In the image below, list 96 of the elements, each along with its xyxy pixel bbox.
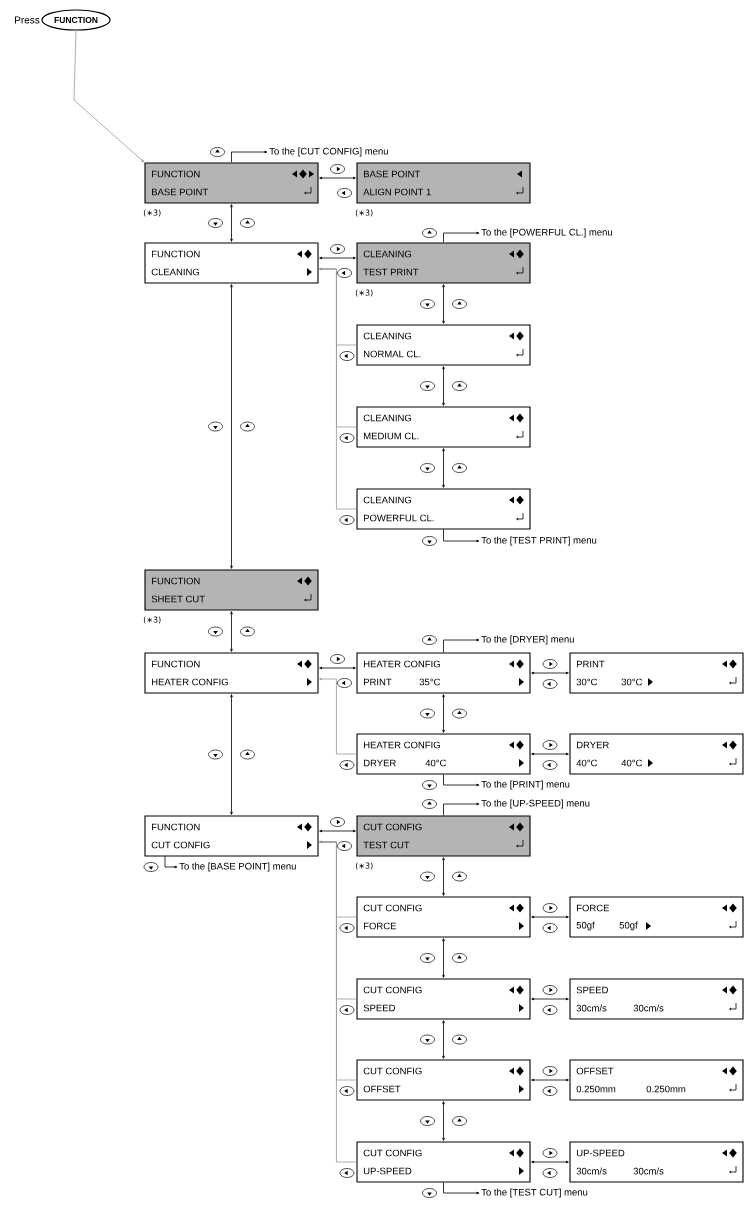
display-box: CUT CONFIG SPEED [356,978,531,1020]
node-label: DRYER [576,741,609,749]
display-box: CLEANING NORMAL CL. [356,324,531,366]
arrow [319,666,356,670]
node-label: 50gf [619,921,638,931]
display-box: FUNCTION CLEANING [144,242,319,284]
arrow [442,366,445,406]
node-label: 40°C [425,759,447,767]
display-box: SPEED 30cm/s 30cm/s [569,978,744,1020]
display-box: CUT CONFIG OFFSET [356,1059,531,1101]
display-box: FUNCTION CUT CONFIG [144,815,319,857]
arrow [319,176,356,180]
footnote-mark: (∗3) [355,289,373,297]
display-box: HEATER CONFIG PRINT 35°C [356,652,531,694]
footnote-mark: (∗3) [355,209,373,217]
arrow [531,752,569,756]
arrow [531,1078,569,1082]
display-box: BASE POINT ALIGN POINT 1 [356,162,531,204]
arrow [443,774,480,787]
jump-note: To the [PRINT] menu [481,780,570,790]
display-box: FUNCTION HEATER CONFIG [144,652,319,694]
display-box: DRYER 40°C 40°C [569,733,744,775]
node-label: 35°C [419,678,441,686]
arrow [442,938,445,978]
arrow [319,256,356,260]
node-label: 0.250mm [646,1085,686,1093]
jump-note: To the [UP-SPEED] menu [481,799,590,809]
footnote-mark: (∗3) [355,862,373,870]
node-label: 30°C [576,678,598,686]
node-label: 30cm/s [633,1004,664,1012]
arrow [319,840,357,1163]
arrow [443,638,480,653]
jump-note: To the [TEST CUT] menu [481,1188,588,1198]
footnote-mark: (∗3) [143,616,161,624]
arrow [73,30,145,163]
node-label: OFFSET [576,1067,614,1075]
arrow [531,1160,569,1164]
arrow [443,1182,480,1195]
node-label: 30cm/s [633,1167,664,1175]
function-key: FUNCTION [41,9,111,31]
node-label: DRYER [363,759,396,767]
display-box: PRINT 30°C 30°C [569,652,744,694]
footnote-mark: (∗3) [143,209,161,217]
display-box: FUNCTION SHEET CUT [144,569,319,611]
display-box: CUT CONFIG FORCE [356,896,531,938]
node-label: SPEED [576,986,608,994]
arrow [164,855,178,869]
jump-note: To the [BASE POINT] menu [179,862,296,872]
arrow [443,802,480,816]
arrow [442,694,445,733]
arrow [442,284,445,324]
arrow [319,677,357,755]
arrow [230,611,233,652]
node-label: FORCE [576,904,610,912]
display-box: CLEANING TEST PRINT [356,242,531,284]
display-box: HEATER CONFIG DRYER 40°C [356,733,531,775]
display-box: CUT CONFIG UP-SPEED [356,1141,531,1183]
node-label: UP-SPEED [576,1149,625,1157]
display-box: UP-SPEED 30cm/s 30cm/s [569,1141,744,1183]
arrow [531,915,569,919]
display-box: CUT CONFIG TEST CUT [356,815,531,857]
node-label: 30cm/s [576,1004,607,1012]
jump-note: To the [TEST PRINT] menu [481,536,597,546]
arrow [531,997,569,1001]
arrow [442,857,445,896]
arrow [319,829,356,833]
arrow [230,694,233,815]
display-box: FUNCTION BASE POINT [144,162,319,204]
jump-note: To the [DRYER] menu [481,635,574,645]
jump-note: To the [POWERFUL CL.] menu [481,228,613,238]
node-label: 40°C [621,759,643,767]
arrow [319,267,357,510]
arrow [531,671,569,675]
node-label: HEATER CONFIG [363,741,440,749]
arrow [231,150,268,163]
display-box: FORCE 50gf 50gf [569,896,744,938]
node-label: 30cm/s [576,1167,607,1175]
node-label: PRINT [576,660,605,668]
node-label: HEATER CONFIG [363,660,440,668]
display-box: CLEANING POWERFUL CL. [356,488,531,530]
node-label: 30°C [621,678,643,686]
jump-note: To the [CUT CONFIG] menu [269,147,388,157]
display-box: CLEANING MEDIUM CL. [356,406,531,448]
display-box: OFFSET 0.250mm 0.250mm [569,1059,744,1101]
node-label: 50gf [576,921,595,931]
node-label: 0.250mm [576,1085,616,1093]
arrow [442,1101,445,1141]
arrow [443,529,480,543]
arrow [442,448,445,488]
arrow [443,231,480,243]
node-label: PRINT [363,678,392,686]
arrow [230,204,233,242]
arrow [230,284,233,569]
arrow [442,1020,445,1059]
node-label: 40°C [576,759,598,767]
instruction-text: Press [15,16,40,24]
